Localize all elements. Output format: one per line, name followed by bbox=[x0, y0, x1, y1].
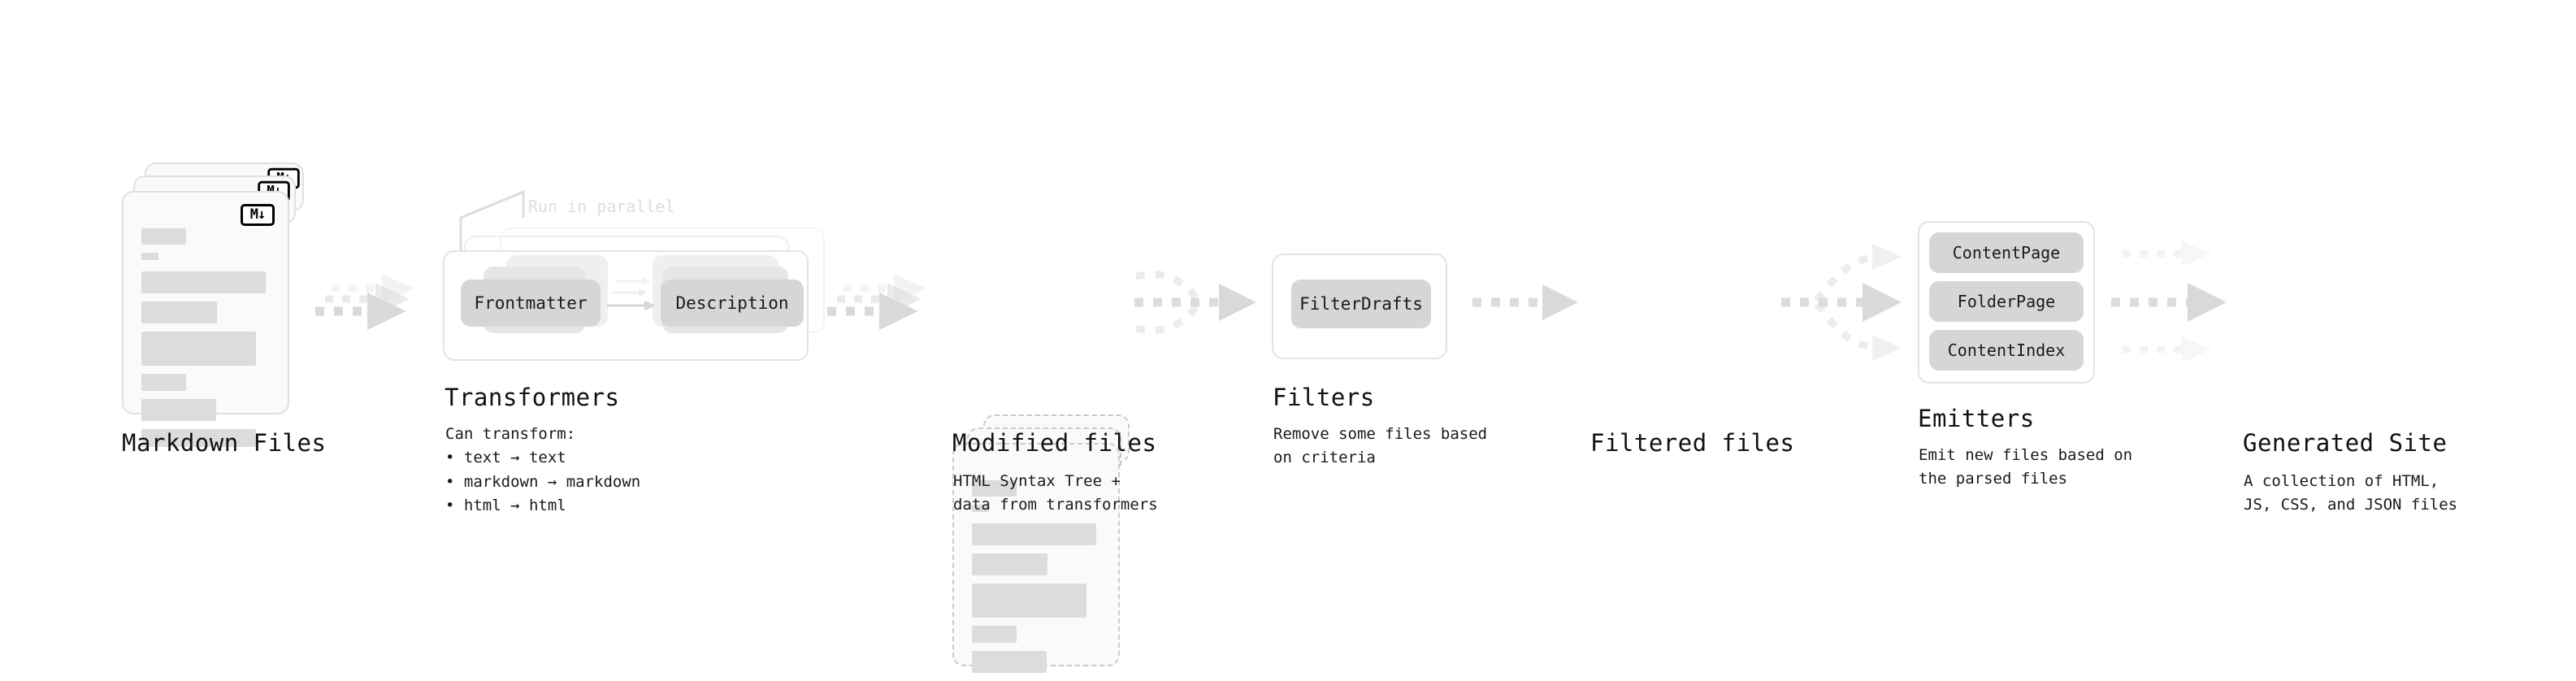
stage-desc-modified-files: HTML Syntax Tree + data from transformer… bbox=[953, 472, 1158, 514]
stage-title-transformers: Transformers bbox=[445, 384, 620, 411]
connector-transformers-to-modified bbox=[827, 274, 926, 330]
content-bar bbox=[972, 505, 989, 512]
emitter-chip-contentpage[interactable]: ContentPage bbox=[1929, 232, 2084, 273]
content-bar bbox=[141, 271, 267, 293]
transformer-chip-frontmatter[interactable]: Frontmatter bbox=[461, 280, 601, 327]
stage-title-filtered-files: Filtered files bbox=[1590, 429, 1795, 457]
run-in-parallel-leader bbox=[459, 189, 525, 270]
stage-modified-files bbox=[952, 414, 1139, 673]
connector-emitters-to-site bbox=[2111, 241, 2227, 362]
emitter-chip-folderpage[interactable]: FolderPage bbox=[1929, 281, 2084, 322]
content-bar bbox=[141, 253, 158, 260]
connector-filters-to-filtered bbox=[1472, 284, 1578, 320]
stage-title-markdown-files: Markdown Files bbox=[122, 429, 327, 457]
markdown-card-content bbox=[141, 228, 270, 455]
stage-desc-generated-site: A collection of HTML, JS, CSS, and JSON … bbox=[2244, 472, 2458, 514]
content-bar bbox=[141, 429, 256, 447]
emitter-chip-contentindex[interactable]: ContentIndex bbox=[1929, 330, 2084, 371]
content-bar bbox=[141, 301, 218, 323]
content-bar bbox=[972, 651, 1047, 673]
stage-title-generated-site: Generated Site bbox=[2243, 429, 2448, 457]
stage-title-filters: Filters bbox=[1273, 384, 1375, 411]
stage-markdown-files: M↓ M↓ M↓ bbox=[122, 163, 309, 447]
content-bar bbox=[972, 583, 1086, 618]
markdown-card-front: M↓ bbox=[122, 191, 289, 447]
stage-desc-emitters: Emit new files based on the parsed files bbox=[1919, 446, 2133, 488]
stage-filters: FilterDrafts bbox=[1272, 254, 1447, 359]
run-in-parallel-note: Run in parallel bbox=[528, 197, 675, 216]
content-bar bbox=[972, 553, 1048, 575]
connector-filtered-to-emitters bbox=[1781, 244, 1902, 361]
markdown-icon: M↓ bbox=[241, 204, 275, 226]
stage-title-modified-files: Modified files bbox=[952, 429, 1157, 457]
stage-desc-filters: Remove some files based on criteria bbox=[1273, 425, 1488, 467]
content-bar bbox=[972, 480, 1017, 497]
content-bar bbox=[972, 523, 1097, 545]
content-bar bbox=[141, 332, 256, 366]
connector-md-to-transformers bbox=[315, 274, 414, 330]
content-bar bbox=[141, 228, 187, 245]
stage-filtered-files bbox=[1589, 666, 1776, 681]
filter-chip-filterdrafts[interactable]: FilterDrafts bbox=[1291, 280, 1431, 328]
modified-card-content bbox=[972, 480, 1100, 681]
modified-card-front bbox=[952, 443, 1120, 673]
transformer-chip-description[interactable]: Description bbox=[661, 280, 804, 327]
content-bar bbox=[141, 399, 216, 421]
stage-emitters: ContentPage FolderPage ContentIndex bbox=[1918, 221, 2095, 384]
stage-desc-transformers: Can transform: • text → text • markdown … bbox=[445, 425, 641, 515]
stage-title-emitters: Emitters bbox=[1918, 405, 2035, 432]
connector-modified-to-filters bbox=[1134, 271, 1256, 334]
content-bar bbox=[141, 374, 187, 391]
content-bar bbox=[972, 626, 1017, 643]
stage-transformers: Frontmatter Description bbox=[443, 203, 825, 366]
transformer-inner-arrows bbox=[607, 277, 656, 310]
